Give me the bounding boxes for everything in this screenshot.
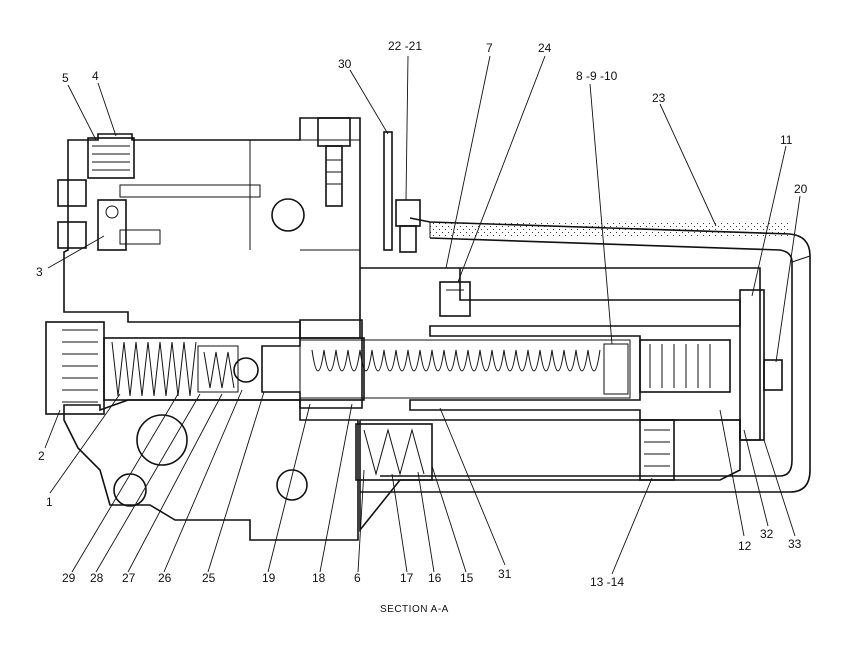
callout-labels: 5 4 3 2 1 29 28 27 26 25 19 18 6 17 16 1… (36, 39, 808, 615)
callout-1: 1 (46, 495, 53, 509)
callout-17: 17 (400, 571, 414, 585)
leader-lines (44, 55, 801, 575)
callout-20: 20 (794, 182, 808, 196)
callout-7: 7 (486, 41, 493, 55)
callout-22-21: 22 -21 (388, 39, 422, 53)
callout-6: 6 (354, 571, 361, 585)
callout-18: 18 (312, 571, 326, 585)
piston (261, 319, 363, 409)
plug-24 (439, 281, 471, 317)
spring-housing (359, 267, 761, 533)
lower-spring (355, 423, 433, 481)
callout-30: 30 (338, 57, 352, 71)
callout-19: 19 (262, 571, 276, 585)
callout-33: 33 (788, 537, 802, 551)
valve-body (63, 117, 361, 541)
callout-31: 31 (498, 567, 512, 581)
callout-23: 23 (652, 91, 666, 105)
left-plugs (57, 179, 127, 251)
callout-12: 12 (738, 539, 752, 553)
callout-32: 32 (760, 527, 774, 541)
callout-5: 5 (62, 71, 69, 85)
callout-4: 4 (92, 69, 99, 83)
callout-29: 29 (62, 571, 76, 585)
callout-28: 28 (90, 571, 104, 585)
callout-13-14: 13 -14 (590, 575, 624, 589)
callout-8-9-10: 8 -9 -10 (576, 69, 618, 83)
callout-24: 24 (538, 41, 552, 55)
end-cap (45, 321, 105, 415)
top-plug (87, 137, 135, 179)
lower-fitting (639, 419, 675, 481)
callout-11: 11 (780, 133, 793, 147)
guard-cover (360, 217, 811, 493)
bracket (383, 131, 421, 253)
callout-26: 26 (158, 571, 172, 585)
end-plate (739, 289, 783, 441)
section-caption: SECTION A-A (380, 604, 449, 615)
callout-25: 25 (202, 571, 216, 585)
callout-15: 15 (460, 571, 474, 585)
callout-3: 3 (36, 265, 43, 279)
relief-spring (111, 341, 259, 397)
callout-2: 2 (38, 449, 45, 463)
callout-27: 27 (122, 571, 136, 585)
top-bolt (317, 117, 351, 207)
callout-16: 16 (428, 571, 442, 585)
long-spring (299, 339, 631, 399)
